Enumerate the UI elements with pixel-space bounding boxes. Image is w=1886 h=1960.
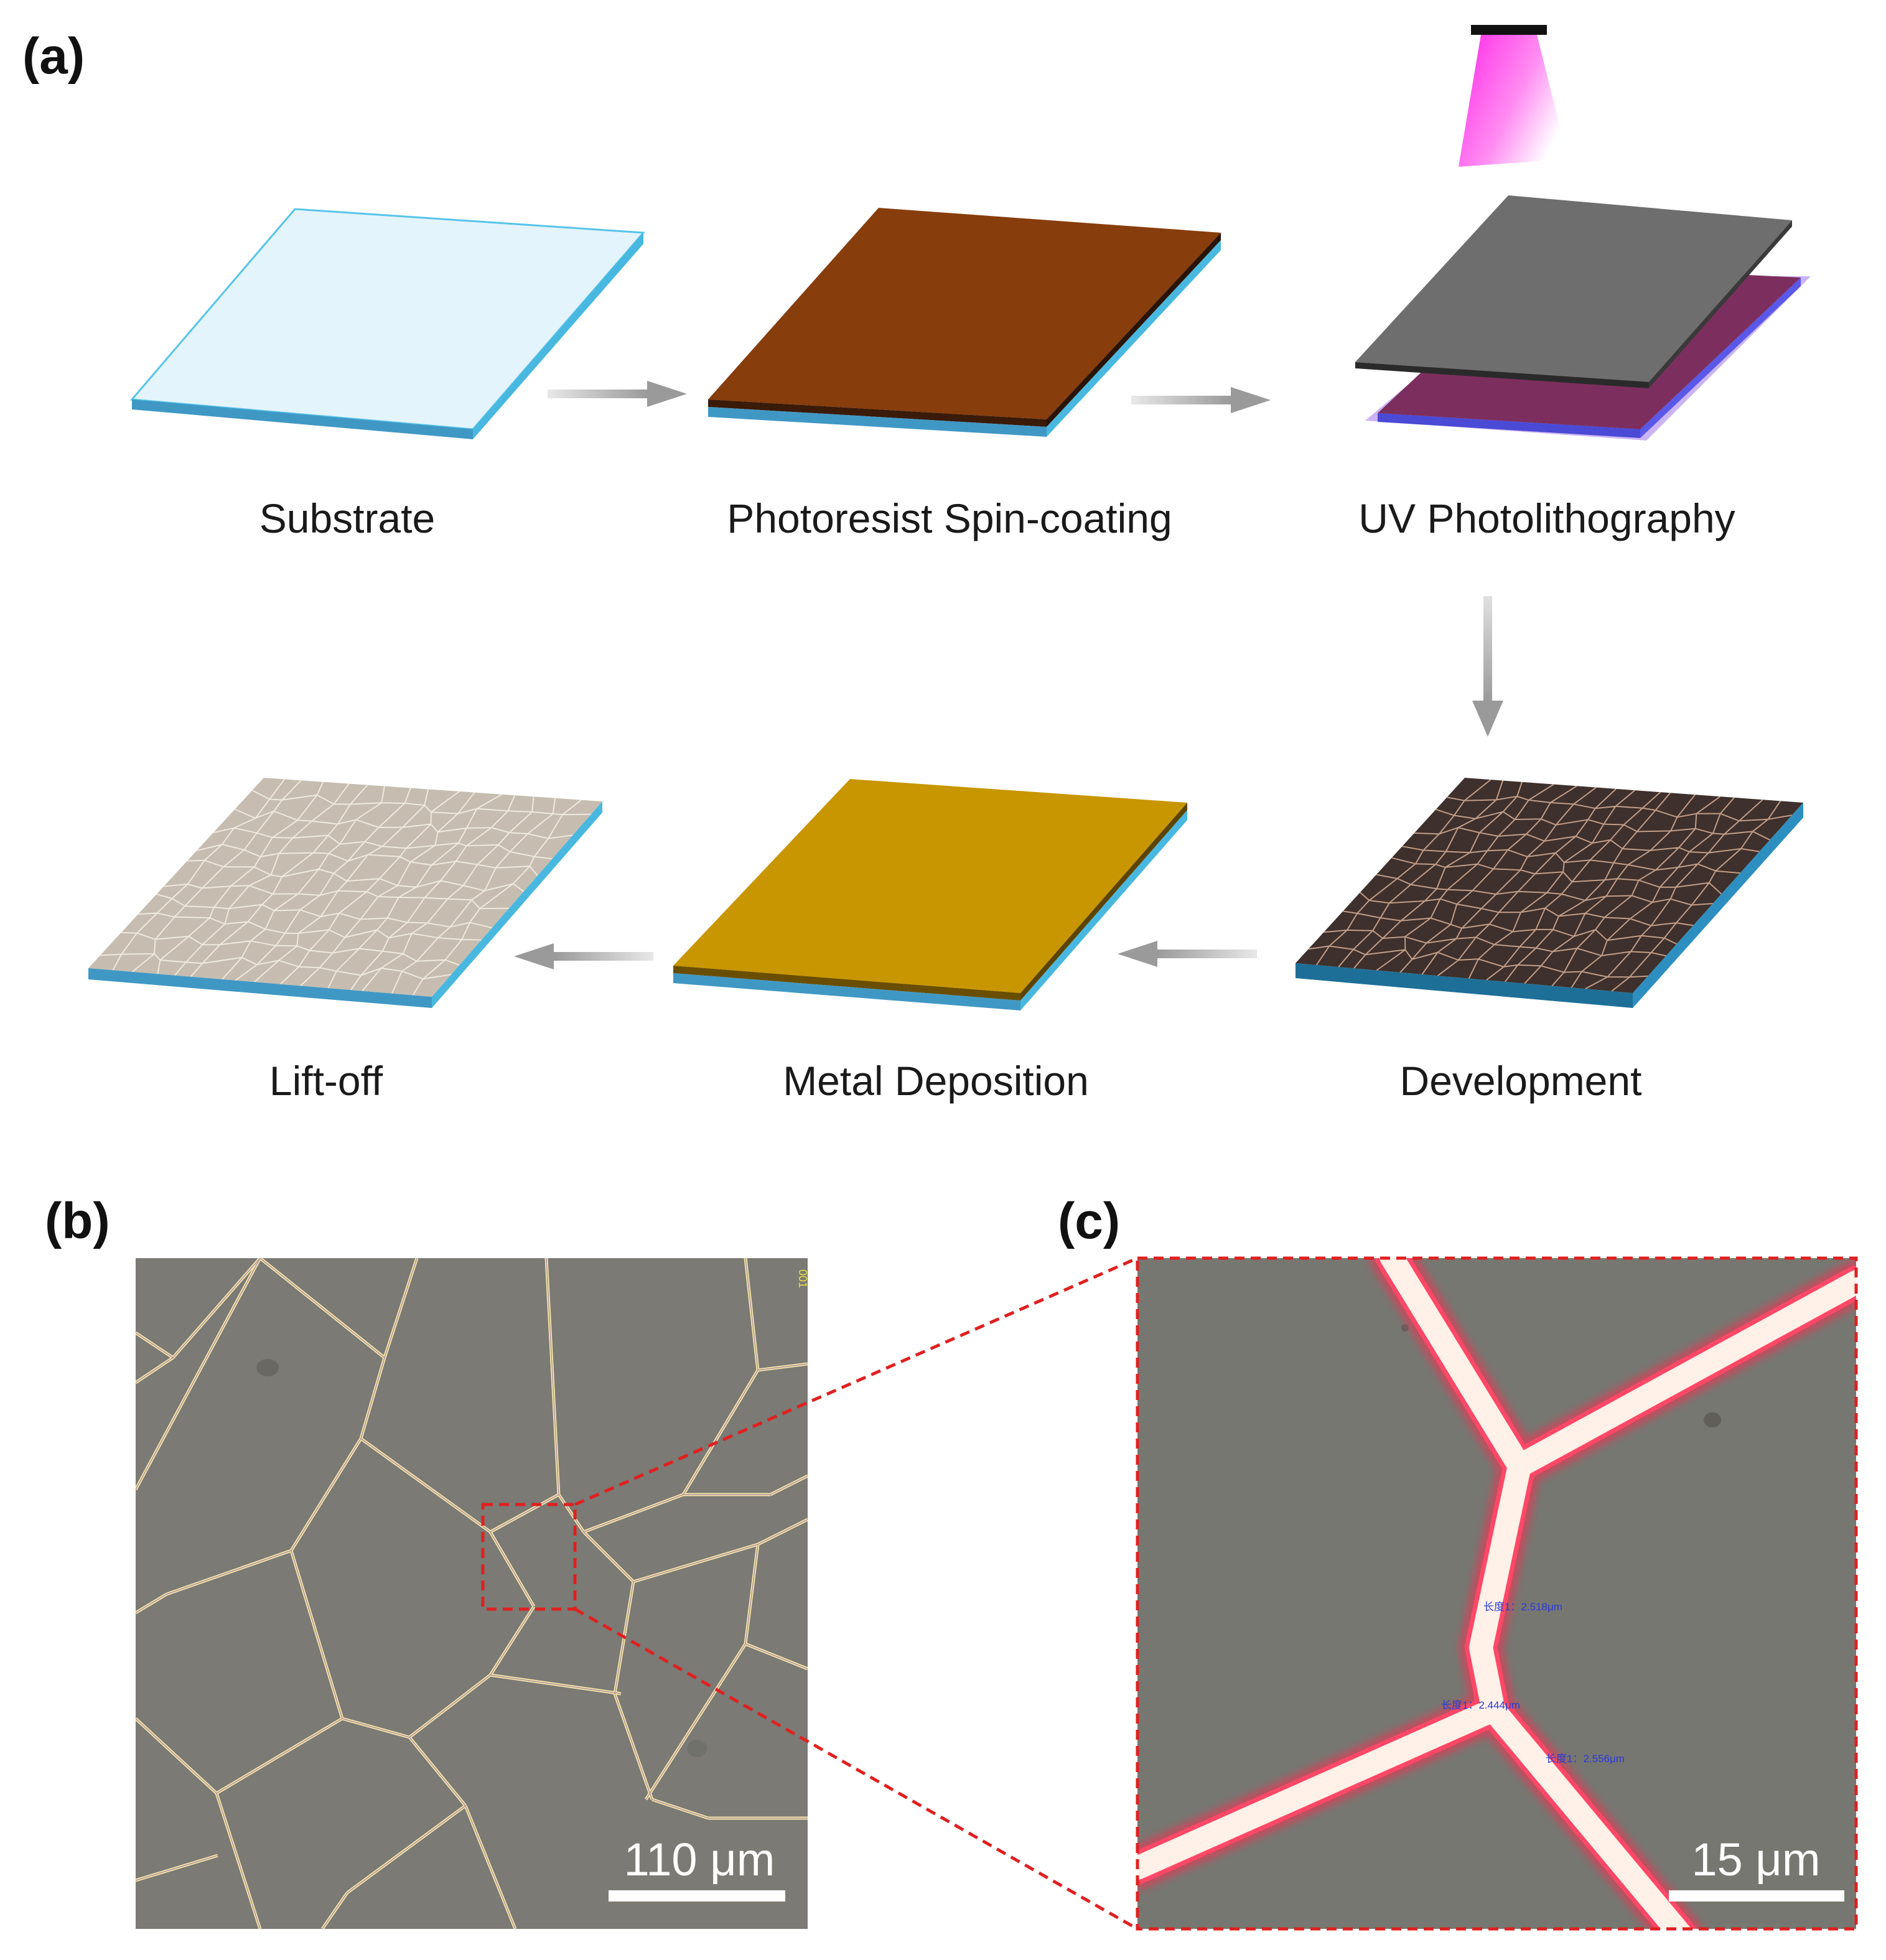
uv-exposure-assembly bbox=[1355, 25, 1811, 441]
step-label-uv: UV Photolithography bbox=[1358, 495, 1735, 541]
panel-label-c: (c) bbox=[1058, 1193, 1120, 1249]
arrow-right-1 bbox=[548, 381, 687, 407]
measurement-1: 长度1：2.518μm bbox=[1483, 1601, 1562, 1613]
scale-label-b: 110 μm bbox=[624, 1834, 775, 1885]
step-label-substrate: Substrate bbox=[259, 495, 436, 541]
zoom-region-box bbox=[481, 1503, 577, 1611]
measurement-3: 长度1：2.556μm bbox=[1546, 1753, 1625, 1765]
development-plate bbox=[1295, 778, 1803, 1008]
zoom-guide-top bbox=[574, 1256, 1139, 1506]
substrate-plate bbox=[129, 208, 646, 439]
photomask bbox=[1355, 195, 1792, 382]
measurement-2: 长度1：2.444μm bbox=[1441, 1699, 1520, 1711]
arrow-down bbox=[1472, 596, 1503, 737]
step-label-development: Development bbox=[1400, 1058, 1642, 1104]
zoom-frame-c bbox=[1136, 1256, 1858, 1931]
step-label-metal: Metal Deposition bbox=[783, 1058, 1089, 1104]
uv-lamp-icon bbox=[1471, 25, 1547, 35]
metal-mesh-grid bbox=[136, 1258, 808, 1929]
liftoff-plate bbox=[88, 778, 602, 1008]
arrow-right-2 bbox=[1131, 387, 1271, 413]
panel-label-a: (a) bbox=[22, 28, 85, 85]
micrograph-b: 001 110 μm bbox=[136, 1258, 809, 1929]
scale-label-c: 15 μm bbox=[1691, 1834, 1820, 1885]
uv-light-beam bbox=[1459, 35, 1568, 167]
corner-mark: 001 bbox=[796, 1269, 809, 1288]
step-label-liftoff: Lift-off bbox=[269, 1058, 383, 1104]
micrograph-c: 长度1：2.518μm 长度1：2.444μm 长度1：2.556μm 15 μ… bbox=[1137, 1258, 1856, 1929]
arrow-left-1 bbox=[1118, 941, 1257, 967]
scale-bar-c bbox=[1669, 1890, 1844, 1902]
zoom-guide-bottom bbox=[574, 1607, 1139, 1931]
zoomed-metal-lines bbox=[1137, 1258, 1856, 1929]
photoresist-plate bbox=[708, 208, 1221, 437]
panel-label-b: (b) bbox=[45, 1193, 110, 1249]
arrow-left-2 bbox=[514, 943, 653, 969]
step-label-photoresist: Photoresist Spin-coating bbox=[727, 495, 1172, 541]
scale-bar-b bbox=[609, 1890, 785, 1902]
metal-deposition-plate bbox=[673, 779, 1187, 1010]
